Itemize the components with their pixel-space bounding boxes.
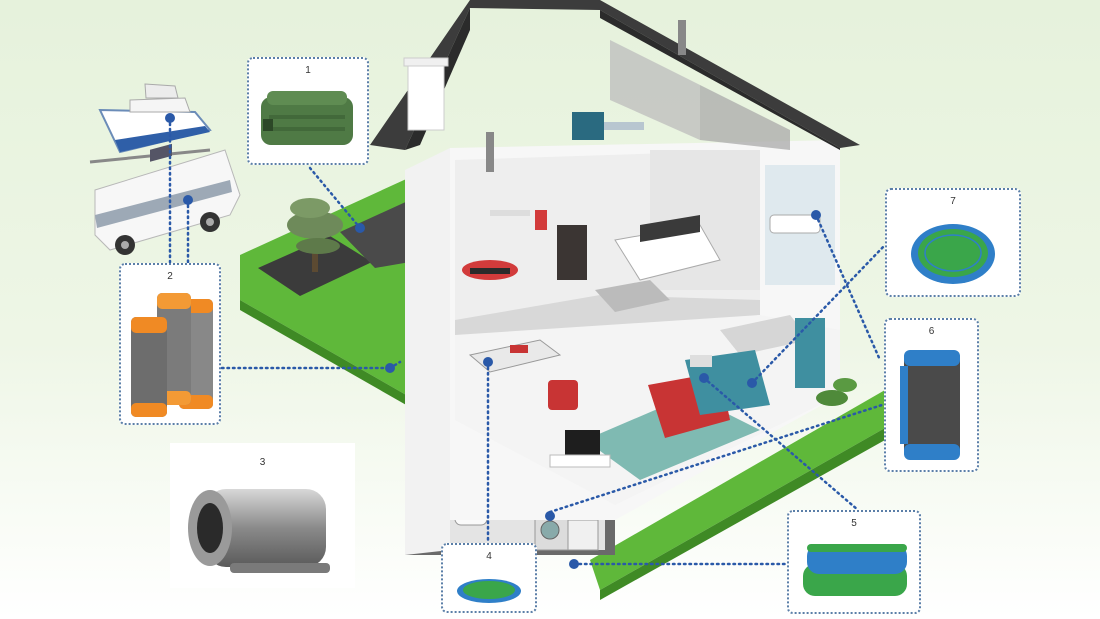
product-card-5[interactable]: 5 bbox=[787, 510, 921, 614]
product-number: 3 bbox=[259, 457, 266, 468]
blue-cylinder-icon bbox=[900, 350, 960, 460]
product-number: 1 bbox=[305, 65, 311, 76]
chimney bbox=[407, 61, 445, 131]
office-chair bbox=[535, 210, 547, 230]
product-card-7[interactable]: 7 bbox=[885, 188, 1021, 297]
vegetable-bed bbox=[340, 200, 410, 268]
roof-vent-pipe bbox=[678, 20, 686, 55]
pipe-sleeve-icon bbox=[188, 489, 330, 573]
product-number: 6 bbox=[928, 326, 935, 337]
product-card-1[interactable]: 1 bbox=[247, 57, 369, 165]
fridge bbox=[795, 318, 825, 388]
house-left-wall bbox=[405, 148, 450, 555]
product-card-2[interactable]: 2 bbox=[119, 263, 221, 425]
wrap-band-icon bbox=[803, 544, 907, 596]
tree-canopy bbox=[287, 211, 343, 239]
product-number: 2 bbox=[167, 271, 173, 282]
small-disc-icon bbox=[457, 579, 521, 603]
tank-icon bbox=[261, 91, 353, 145]
product-number: 5 bbox=[851, 518, 857, 529]
kitchen-counter bbox=[720, 315, 810, 355]
product-number: 7 bbox=[950, 196, 956, 207]
desk bbox=[490, 210, 530, 216]
sink-cabinet bbox=[567, 519, 599, 551]
connector-lines bbox=[168, 116, 887, 566]
product-number: 4 bbox=[486, 551, 492, 562]
connector-dots bbox=[165, 113, 821, 569]
bedroom-rug bbox=[595, 280, 670, 312]
ventilation-unit bbox=[572, 112, 604, 140]
cartridge-set-icon bbox=[131, 293, 213, 417]
vent-pipe bbox=[486, 132, 494, 172]
armchair bbox=[548, 380, 578, 410]
product-card-6[interactable]: 6 bbox=[884, 318, 979, 472]
product-card-3[interactable]: 3 bbox=[170, 443, 355, 588]
bush bbox=[816, 390, 848, 406]
wardrobe bbox=[557, 225, 587, 280]
disc-icon bbox=[911, 224, 995, 284]
product-card-4[interactable]: 4 bbox=[441, 543, 537, 613]
upper-floor bbox=[455, 295, 760, 335]
right-lawn bbox=[590, 390, 885, 590]
